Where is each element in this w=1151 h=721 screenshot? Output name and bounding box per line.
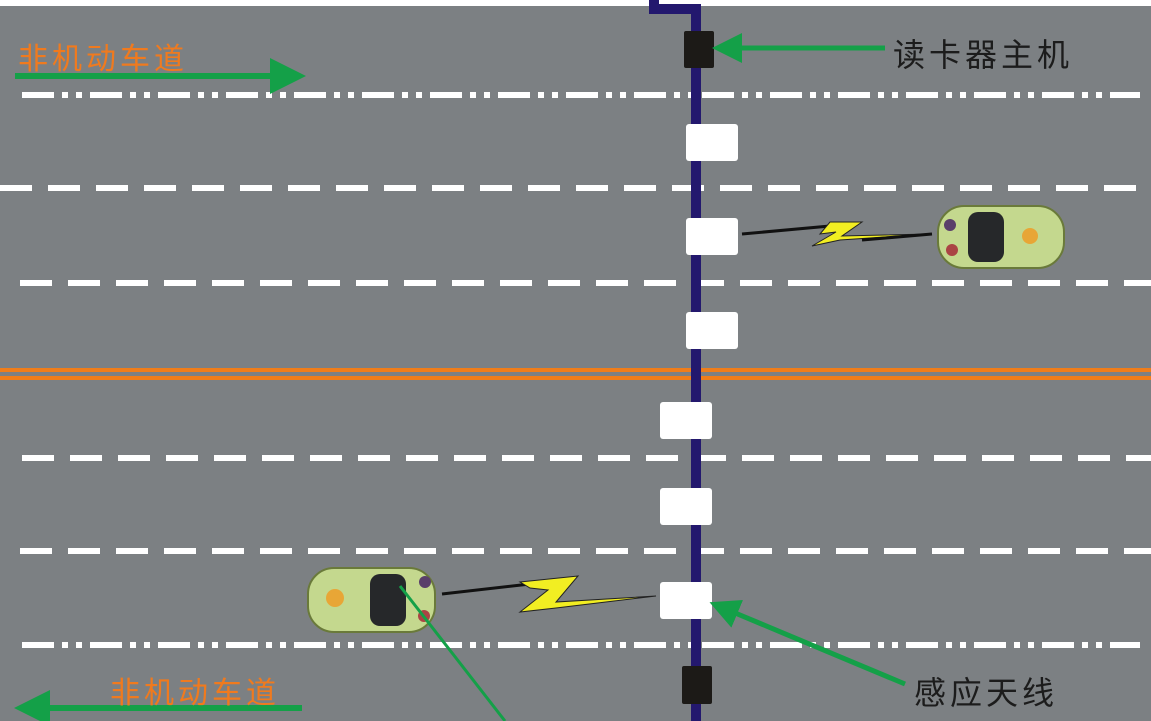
reader-host-label: 读卡器主机 — [893, 36, 1074, 74]
bike-lane-label-top: 非机动车道 — [18, 42, 188, 77]
antenna-pointer-arrow — [709, 600, 906, 687]
antenna-pad — [660, 582, 712, 619]
reader-host-box — [684, 31, 714, 68]
antenna-pad — [660, 488, 712, 525]
car-pointer-line — [398, 585, 507, 721]
antenna-label: 感应天线 — [914, 674, 1059, 712]
antenna-pad — [686, 312, 738, 349]
antenna-pad — [686, 218, 738, 255]
antenna-pad — [686, 124, 738, 161]
cable — [649, 0, 701, 721]
antenna-pad — [660, 402, 712, 439]
signal-icon — [741, 221, 933, 247]
car-icon — [307, 567, 436, 633]
reader-host-box — [682, 666, 712, 704]
bike-lane-label-bottom: 非机动车道 — [110, 676, 280, 711]
road-surface — [0, 6, 1151, 721]
signal-icon — [441, 575, 657, 613]
car-icon — [937, 205, 1065, 269]
